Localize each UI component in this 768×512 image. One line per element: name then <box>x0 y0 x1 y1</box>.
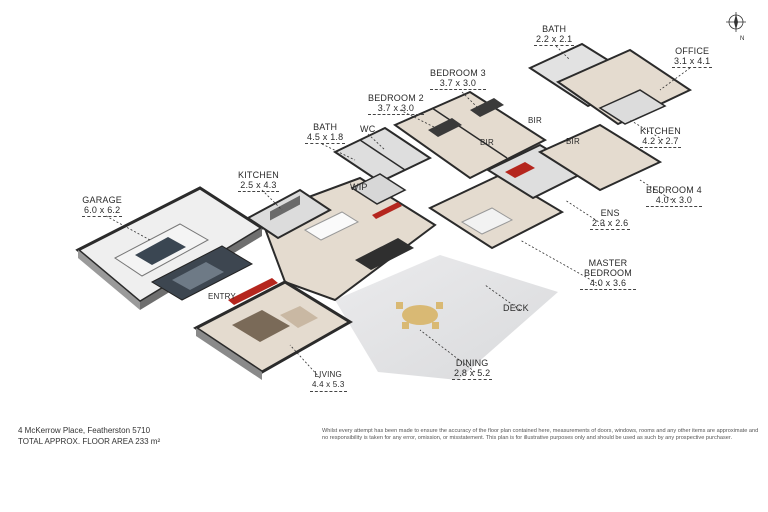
room-label-bedroom-4: BEDROOM 4 4.0 x 3.0 <box>646 185 702 207</box>
room-label-dining: DINING 2.8 x 5.2 <box>452 358 493 380</box>
room-label-wip: WIP <box>350 182 368 192</box>
room-name: BEDROOM 4 <box>646 185 702 195</box>
room-name: GARAGE <box>82 195 123 205</box>
kitchen-island <box>303 211 360 241</box>
outdoor-table <box>402 305 438 325</box>
room-name: DINING <box>455 358 489 368</box>
outdoor-chair <box>436 302 443 309</box>
outdoor-chair <box>396 302 403 309</box>
east-wing <box>527 42 693 126</box>
master-suite <box>427 123 663 250</box>
room-name: BATH <box>542 24 567 34</box>
room-label-master-bedroom: MASTER BEDROOM 4.0 x 3.6 <box>580 258 636 290</box>
room-label-living: LIVING 4.4 x 5.3 <box>310 370 347 392</box>
compass-icon <box>726 12 746 32</box>
dark-car <box>150 245 254 301</box>
room-label-bath-1: BATH 4.5 x 1.8 <box>305 122 346 144</box>
room-label-bedroom-2: BEDROOM 2 3.7 x 3.0 <box>368 93 424 115</box>
room-name: MASTER BEDROOM <box>584 258 632 278</box>
room-dim: 2.3 x 2.6 <box>590 218 631 230</box>
property-address: 4 McKerrow Place, Featherston 5710 <box>18 426 151 435</box>
bedroom-wing <box>392 90 548 180</box>
kitchen-1 <box>246 188 332 240</box>
room-name: KITCHEN <box>640 126 681 136</box>
room-label-ens: ENS 2.3 x 2.6 <box>590 208 631 230</box>
room-dim: 3.7 x 3.0 <box>368 103 424 115</box>
room-name: OFFICE <box>675 46 710 56</box>
room-name: WIP <box>350 182 368 192</box>
deck-area <box>335 255 558 380</box>
room-label-bir-3: BIR <box>566 137 580 147</box>
room-dim: 2.8 x 5.2 <box>452 368 493 380</box>
room-dim: 4.5 x 1.8 <box>305 132 346 144</box>
room-name: BIR <box>480 138 494 147</box>
room-name: BEDROOM 2 <box>368 93 424 103</box>
compass-letter: N <box>740 36 745 42</box>
room-dim: 3.7 x 3.0 <box>430 78 486 90</box>
red-sideboard <box>372 202 402 219</box>
red-bench <box>228 278 278 305</box>
room-name: KITCHEN <box>238 170 279 180</box>
room-label-bir-2: BIR <box>528 116 542 126</box>
room-dim: 2.2 x 2.1 <box>534 34 575 46</box>
white-car <box>114 223 210 277</box>
room-dim: 2.5 x 4.3 <box>238 180 279 192</box>
room-label-bir-1: BIR <box>480 138 494 148</box>
room-label-entry: ENTRY <box>208 292 236 302</box>
room-dim: 4.4 x 5.3 <box>310 380 347 392</box>
room-name: BATH <box>313 122 338 132</box>
property-info: 4 McKerrow Place, Featherston 5710 TOTAL… <box>18 425 160 447</box>
room-label-office: OFFICE 3.1 x 4.1 <box>672 46 713 68</box>
outdoor-chair <box>402 322 409 329</box>
floor-area: TOTAL APPROX. FLOOR AREA 233 m² <box>18 437 161 446</box>
outdoor-chair <box>432 322 439 329</box>
room-name: ENS <box>600 208 620 218</box>
room-dim: 4.0 x 3.6 <box>580 278 636 290</box>
room-dim: 4.2 x 2.7 <box>640 136 681 148</box>
room-label-wc: WC <box>360 124 375 134</box>
dining-table <box>355 238 414 270</box>
room-name: BIR <box>566 137 580 146</box>
room-dim: 6.0 x 6.2 <box>82 205 123 217</box>
room-label-kitchen-2: KITCHEN 4.2 x 2.7 <box>640 126 681 148</box>
room-name: WC <box>360 124 376 134</box>
room-name: BEDROOM 3 <box>430 68 486 78</box>
wet-area-block <box>332 126 433 205</box>
room-label-deck: DECK <box>503 303 529 313</box>
room-name: ENTRY <box>208 292 236 301</box>
disclaimer: Whilst every attempt has been made to en… <box>322 428 759 442</box>
room-label-bath-2: BATH 2.2 x 2.1 <box>534 24 575 46</box>
room-dim: 4.0 x 3.0 <box>646 195 702 207</box>
room-name: LIVING <box>314 370 342 379</box>
room-name: DECK <box>503 303 529 313</box>
room-name: BIR <box>528 116 542 125</box>
room-dim: 3.1 x 4.1 <box>672 56 713 68</box>
living-room <box>193 280 353 380</box>
room-label-garage: GARAGE 6.0 x 6.2 <box>82 195 123 217</box>
leader-lines <box>105 45 691 379</box>
room-label-bedroom-3: BEDROOM 3 3.7 x 3.0 <box>430 68 486 90</box>
room-label-kitchen-1: KITCHEN 2.5 x 4.3 <box>238 170 279 192</box>
